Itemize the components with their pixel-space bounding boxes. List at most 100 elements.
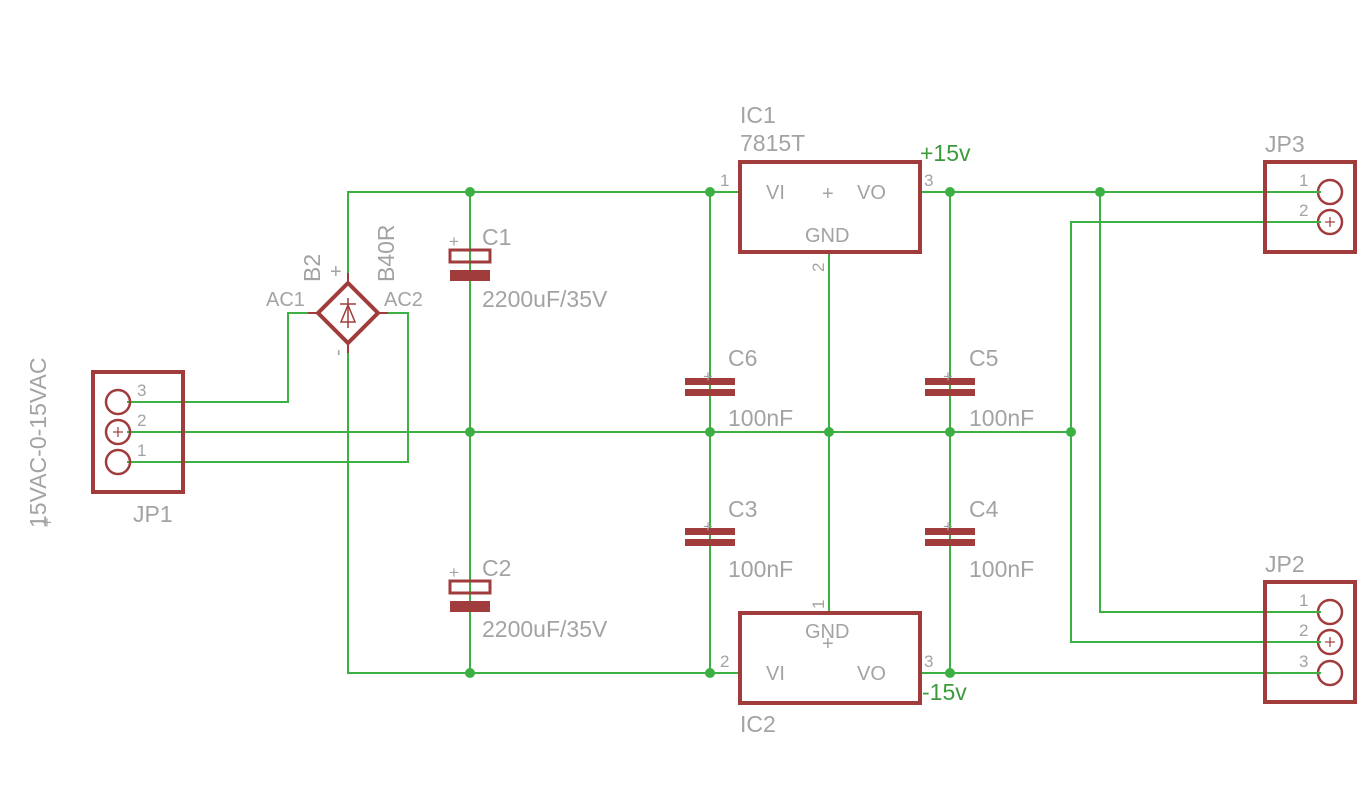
c2-positive-plate bbox=[448, 579, 492, 595]
jp3-body bbox=[1263, 160, 1357, 254]
junction bbox=[465, 427, 475, 437]
junction bbox=[465, 668, 475, 678]
junction bbox=[945, 427, 955, 437]
c2-name: C2 bbox=[482, 555, 511, 581]
jp3-pin-2-label: 2 bbox=[1299, 201, 1308, 220]
connector-jp2: 1 2 3 JP2 bbox=[1263, 551, 1357, 704]
bridge-name: B2 bbox=[299, 254, 325, 282]
jp2-pin-1-label: 1 bbox=[1299, 591, 1308, 610]
ic2-body bbox=[738, 611, 922, 705]
jp2-pad-3 bbox=[1316, 659, 1344, 687]
ic2-vi-label: VI bbox=[766, 663, 785, 685]
bridge-body bbox=[315, 280, 381, 346]
jp2-pad-1 bbox=[1316, 598, 1344, 626]
junction bbox=[1066, 427, 1076, 437]
wire-jp1-pin3-ac1 bbox=[127, 312, 319, 403]
bridge-ac1-label: AC1 bbox=[266, 289, 305, 311]
jp1-origin-mark: + bbox=[42, 513, 52, 532]
junction bbox=[1095, 187, 1105, 197]
ic1-vi-label: VI bbox=[766, 182, 785, 204]
junction bbox=[705, 187, 715, 197]
jp1-pad-1 bbox=[104, 448, 132, 476]
jp1-pad-2 bbox=[104, 418, 132, 446]
connector-jp1: 3 2 1 JP1 15VAC-0-15VAC + bbox=[25, 358, 185, 532]
junction bbox=[945, 187, 955, 197]
capacitor-c3: + C3 100nF bbox=[685, 496, 793, 582]
regulator-ic1: IC1 7815T VI VO GND + 1 3 2 bbox=[720, 102, 933, 272]
capacitor-c4: + C4 100nF bbox=[925, 496, 1034, 582]
c4-plate-bottom bbox=[925, 539, 975, 546]
c2-polarity: + bbox=[449, 563, 459, 582]
c5-plate-top bbox=[925, 378, 975, 385]
capacitor-c2: + C2 2200uF/35V bbox=[448, 555, 608, 642]
c6-name: C6 bbox=[728, 345, 757, 371]
c1-positive-plate bbox=[448, 248, 492, 264]
ic2-pin-vo: 3 bbox=[924, 652, 933, 671]
wire-jp3-pin2 bbox=[1070, 221, 1321, 643]
c5-polarity: + bbox=[943, 367, 953, 386]
c6-plate-top bbox=[685, 378, 735, 385]
c3-name: C3 bbox=[728, 496, 757, 522]
c1-name: C1 bbox=[482, 224, 511, 250]
c1-negative-plate bbox=[450, 270, 490, 281]
ic2-pin-gnd: 1 bbox=[809, 600, 828, 609]
junction bbox=[705, 668, 715, 678]
c5-name: C5 bbox=[969, 345, 998, 371]
ic1-origin-mark: + bbox=[822, 183, 834, 205]
wire-jp2-pin1 bbox=[1099, 191, 1321, 613]
net-label-neg-15v: -15v bbox=[922, 679, 967, 705]
capacitor-c1: + C1 2200uF/35V bbox=[448, 224, 608, 312]
c3-plate-bottom bbox=[685, 539, 735, 546]
connector-jp3: 1 2 JP3 bbox=[1263, 131, 1357, 254]
junction bbox=[824, 427, 834, 437]
c5-plate-bottom bbox=[925, 389, 975, 396]
regulator-ic2: IC2 VI VO GND + 2 3 1 bbox=[720, 600, 933, 737]
c6-polarity: + bbox=[703, 367, 713, 386]
bridge-ac2-label: AC2 bbox=[384, 289, 423, 311]
capacitor-c5: + C5 100nF bbox=[925, 345, 1034, 431]
c2-negative-plate bbox=[450, 601, 490, 612]
jp2-pin-3-label: 3 bbox=[1299, 652, 1308, 671]
c1-value: 2200uF/35V bbox=[482, 286, 608, 312]
ic1-body bbox=[738, 160, 922, 254]
ic2-gnd-label: GND bbox=[805, 621, 849, 643]
jp3-pin-1-label: 1 bbox=[1299, 171, 1308, 190]
bridge-minus-label: - bbox=[327, 349, 349, 356]
jp1-pad-3 bbox=[104, 388, 132, 416]
ic1-name: IC1 bbox=[740, 102, 776, 128]
ic2-vo-label: VO bbox=[857, 663, 886, 685]
jp1-name: JP1 bbox=[133, 501, 173, 527]
ic1-value: 7815T bbox=[740, 130, 805, 156]
jp2-body bbox=[1263, 580, 1357, 704]
c5-value: 100nF bbox=[969, 405, 1034, 431]
junction bbox=[705, 427, 715, 437]
ic1-gnd-label: GND bbox=[805, 225, 849, 247]
bridge-rectifier-b2: + - AC1 AC2 B2 B40R bbox=[266, 224, 423, 356]
junction bbox=[465, 187, 475, 197]
jp1-pin-3-label: 3 bbox=[137, 381, 146, 400]
bridge-value: B40R bbox=[373, 224, 399, 282]
c4-plate-top bbox=[925, 528, 975, 535]
jp1-body bbox=[91, 370, 185, 494]
jp2-pin-2-label: 2 bbox=[1299, 621, 1308, 640]
wire-top-rail bbox=[347, 191, 711, 274]
c1-polarity: + bbox=[449, 232, 459, 251]
ic2-name: IC2 bbox=[740, 711, 776, 737]
c6-value: 100nF bbox=[728, 405, 793, 431]
jp3-name: JP3 bbox=[1265, 131, 1305, 157]
capacitor-c6: + C6 100nF bbox=[685, 345, 793, 431]
ic2-pin-vi: 2 bbox=[720, 652, 729, 671]
c3-plate-top bbox=[685, 528, 735, 535]
c4-name: C4 bbox=[969, 496, 999, 522]
c4-polarity: + bbox=[943, 517, 953, 536]
ic1-vo-label: VO bbox=[857, 182, 886, 204]
ic1-pin-gnd: 2 bbox=[809, 263, 828, 272]
c3-polarity: + bbox=[703, 517, 713, 536]
wire-jp1-pin1-ac2 bbox=[127, 312, 409, 463]
junction bbox=[945, 668, 955, 678]
net-label-pos-15v: +15v bbox=[920, 140, 971, 166]
c6-plate-bottom bbox=[685, 389, 735, 396]
jp1-pin-1-label: 1 bbox=[137, 441, 146, 460]
jp1-value: 15VAC-0-15VAC bbox=[25, 358, 51, 528]
jp1-pin-2-label: 2 bbox=[137, 411, 146, 430]
